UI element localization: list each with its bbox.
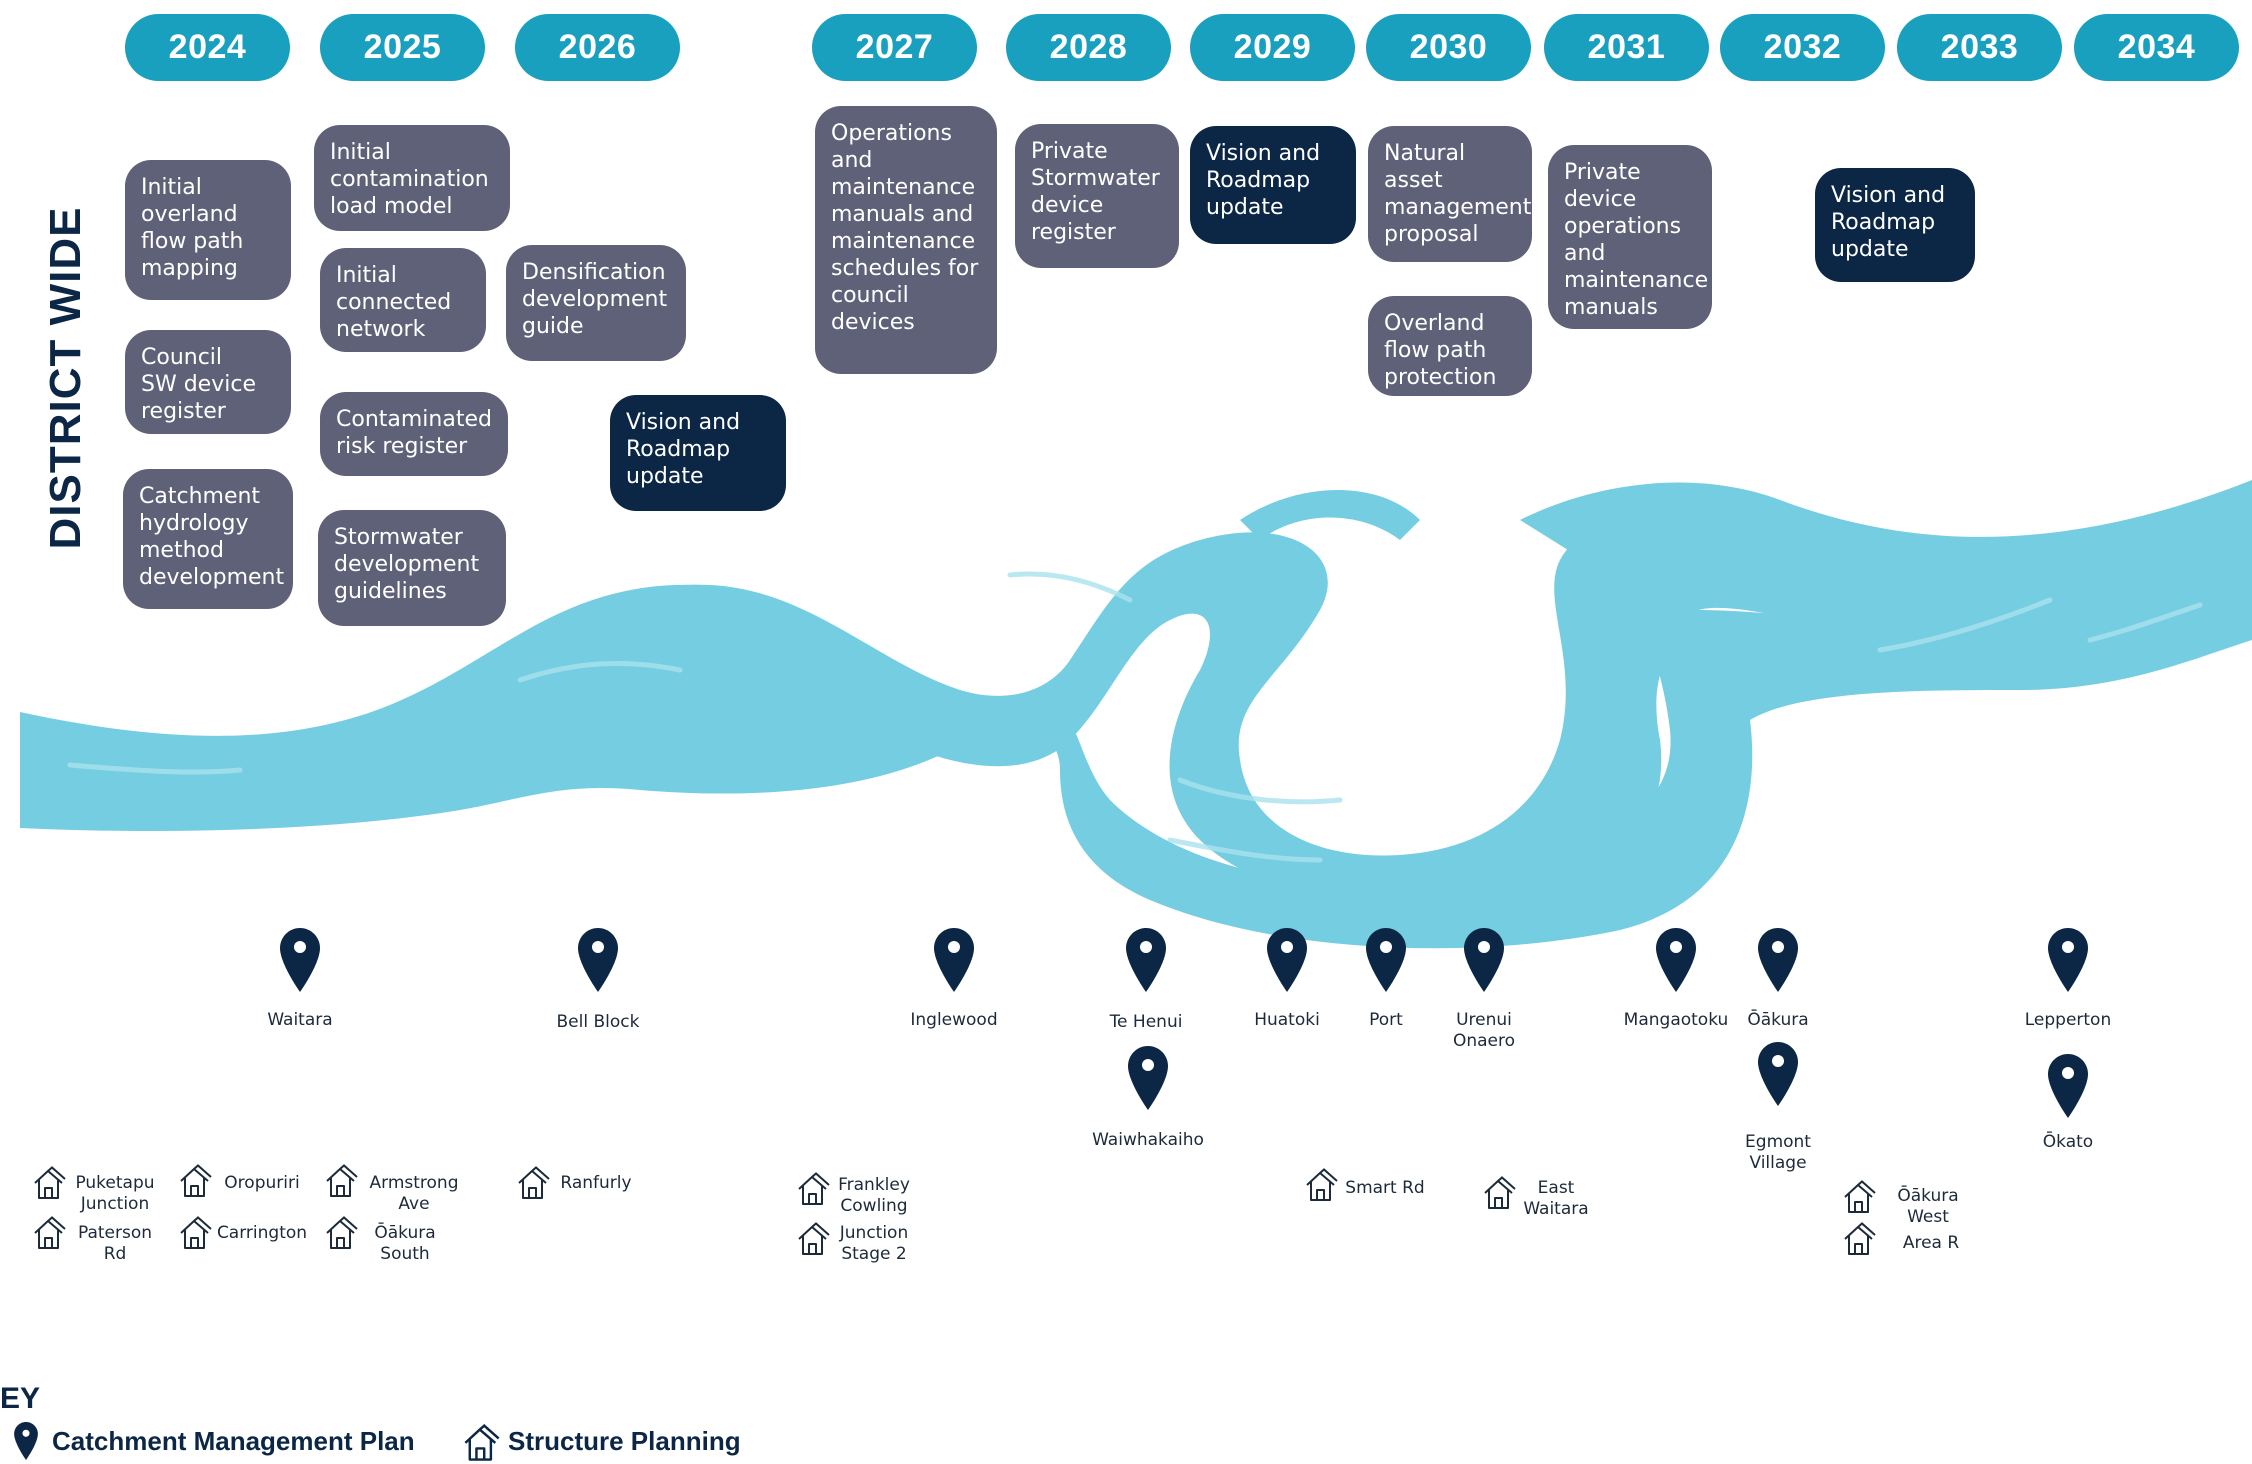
structure-plan-label: East Waitara: [1523, 1178, 1589, 1219]
location-pin-icon: [1758, 928, 1798, 992]
year-pill-2033: 2033: [1897, 14, 2062, 81]
structure-plan-label: Smart Rd: [1345, 1178, 1425, 1198]
catchment-label: Waiwhakaiho: [1092, 1130, 1204, 1150]
catchment-label: Waitara: [267, 1010, 333, 1030]
year-pill-2032: 2032: [1720, 14, 1885, 81]
structure-plan-house-icon: [1304, 1168, 1340, 1204]
structure-plan-label: Oropuriri: [224, 1173, 300, 1193]
catchment-label: Bell Block: [556, 1012, 640, 1032]
structure-plan-label: Armstrong Ave: [369, 1173, 459, 1214]
year-pill-2024: 2024: [125, 14, 290, 81]
location-pin-icon: [1128, 1046, 1168, 1110]
location-pin-icon: [2048, 1054, 2088, 1118]
key-title: EY: [0, 1382, 41, 1415]
structure-plan-label: Ōākura South: [374, 1223, 436, 1264]
milestone-card: Initial overland flow path mapping: [125, 160, 291, 300]
catchment-label: Mangaotoku: [1623, 1010, 1729, 1030]
structure-plan-label: Frankley Cowling: [838, 1175, 910, 1216]
catchment-label: Huatoki: [1254, 1010, 1320, 1030]
year-pill-2030: 2030: [1366, 14, 1531, 81]
structure-plan-label: Junction Stage 2: [839, 1223, 909, 1264]
year-pill-2027: 2027: [812, 14, 977, 81]
location-pin-icon: [578, 928, 618, 992]
key-house-icon: [464, 1424, 500, 1461]
location-pin-icon: [1656, 928, 1696, 992]
milestone-card: Vision and Roadmap update: [610, 395, 786, 511]
location-pin-icon: [2048, 928, 2088, 992]
catchment-label: Lepperton: [2024, 1010, 2112, 1030]
location-pin-icon: [934, 928, 974, 992]
milestone-card: Overland flow path protection: [1368, 296, 1532, 396]
structure-plan-house-icon: [324, 1216, 360, 1252]
location-pin-icon: [1758, 1042, 1798, 1106]
year-pill-2026: 2026: [515, 14, 680, 81]
location-pin-icon: [1126, 928, 1166, 992]
location-pin-icon: [1366, 928, 1406, 992]
milestone-card: Private device operations and maintenanc…: [1548, 145, 1712, 329]
structure-plan-label: Carrington: [216, 1223, 308, 1243]
milestone-card: Catchment hydrology method development: [123, 469, 293, 609]
structure-plan-label: Ranfurly: [560, 1173, 632, 1193]
structure-plan-label: Ōākura West: [1897, 1186, 1959, 1227]
year-pill-2031: 2031: [1544, 14, 1709, 81]
structure-plan-house-icon: [178, 1164, 214, 1200]
catchment-label: Ōkato: [2042, 1132, 2094, 1152]
milestone-card: Densification development guide: [506, 245, 686, 361]
side-label-text: DISTRICT WIDE: [41, 206, 90, 549]
year-pill-2028: 2028: [1006, 14, 1171, 81]
catchment-label: Inglewood: [910, 1010, 998, 1030]
structure-plan-house-icon: [32, 1166, 68, 1202]
structure-plan-house-icon: [1482, 1176, 1518, 1212]
structure-plan-house-icon: [324, 1164, 360, 1200]
structure-plan-label: Area R: [1902, 1233, 1960, 1253]
structure-plan-label: Paterson Rd: [77, 1223, 153, 1264]
district-wide-label: DISTRICT WIDE: [36, 195, 96, 560]
structure-plan-house-icon: [796, 1222, 832, 1258]
milestone-card: Initial contamination load model: [314, 125, 510, 231]
key-pin-icon: [14, 1422, 38, 1460]
catchment-label: Urenui Onaero: [1452, 1010, 1516, 1051]
structure-plan-house-icon: [1842, 1180, 1878, 1216]
structure-plan-house-icon: [178, 1216, 214, 1252]
location-pin-icon: [1267, 928, 1307, 992]
catchment-label: Ōākura: [1747, 1010, 1809, 1030]
milestone-card: Contaminated risk register: [320, 392, 508, 476]
catchment-label: Te Henui: [1109, 1012, 1183, 1032]
catchment-label: Egmont Village: [1745, 1132, 1811, 1173]
key-structure-label: Structure Planning: [508, 1426, 741, 1456]
milestone-card: Vision and Roadmap update: [1190, 126, 1356, 244]
milestone-card: Stormwater development guidelines: [318, 510, 506, 626]
milestone-card: Operations and maintenance manuals and m…: [815, 106, 997, 374]
milestone-card: Initial connected network: [320, 248, 486, 352]
milestone-card: Vision and Roadmap update: [1815, 168, 1975, 282]
key-catchment-label: Catchment Management Plan: [52, 1426, 415, 1456]
catchment-label: Port: [1369, 1010, 1403, 1030]
milestone-card: Private Stormwater device register: [1015, 124, 1179, 268]
year-pill-2034: 2034: [2074, 14, 2239, 81]
structure-plan-house-icon: [796, 1172, 832, 1208]
milestone-card: Council SW device register: [125, 330, 291, 434]
milestone-card: Natural asset management proposal: [1368, 126, 1532, 262]
structure-plan-house-icon: [516, 1166, 552, 1202]
structure-plan-label: Puketapu Junction: [75, 1173, 155, 1214]
year-pill-2029: 2029: [1190, 14, 1355, 81]
year-pill-2025: 2025: [320, 14, 485, 81]
structure-plan-house-icon: [1842, 1222, 1878, 1258]
location-pin-icon: [1464, 928, 1504, 992]
structure-plan-house-icon: [32, 1216, 68, 1252]
location-pin-icon: [280, 928, 320, 992]
